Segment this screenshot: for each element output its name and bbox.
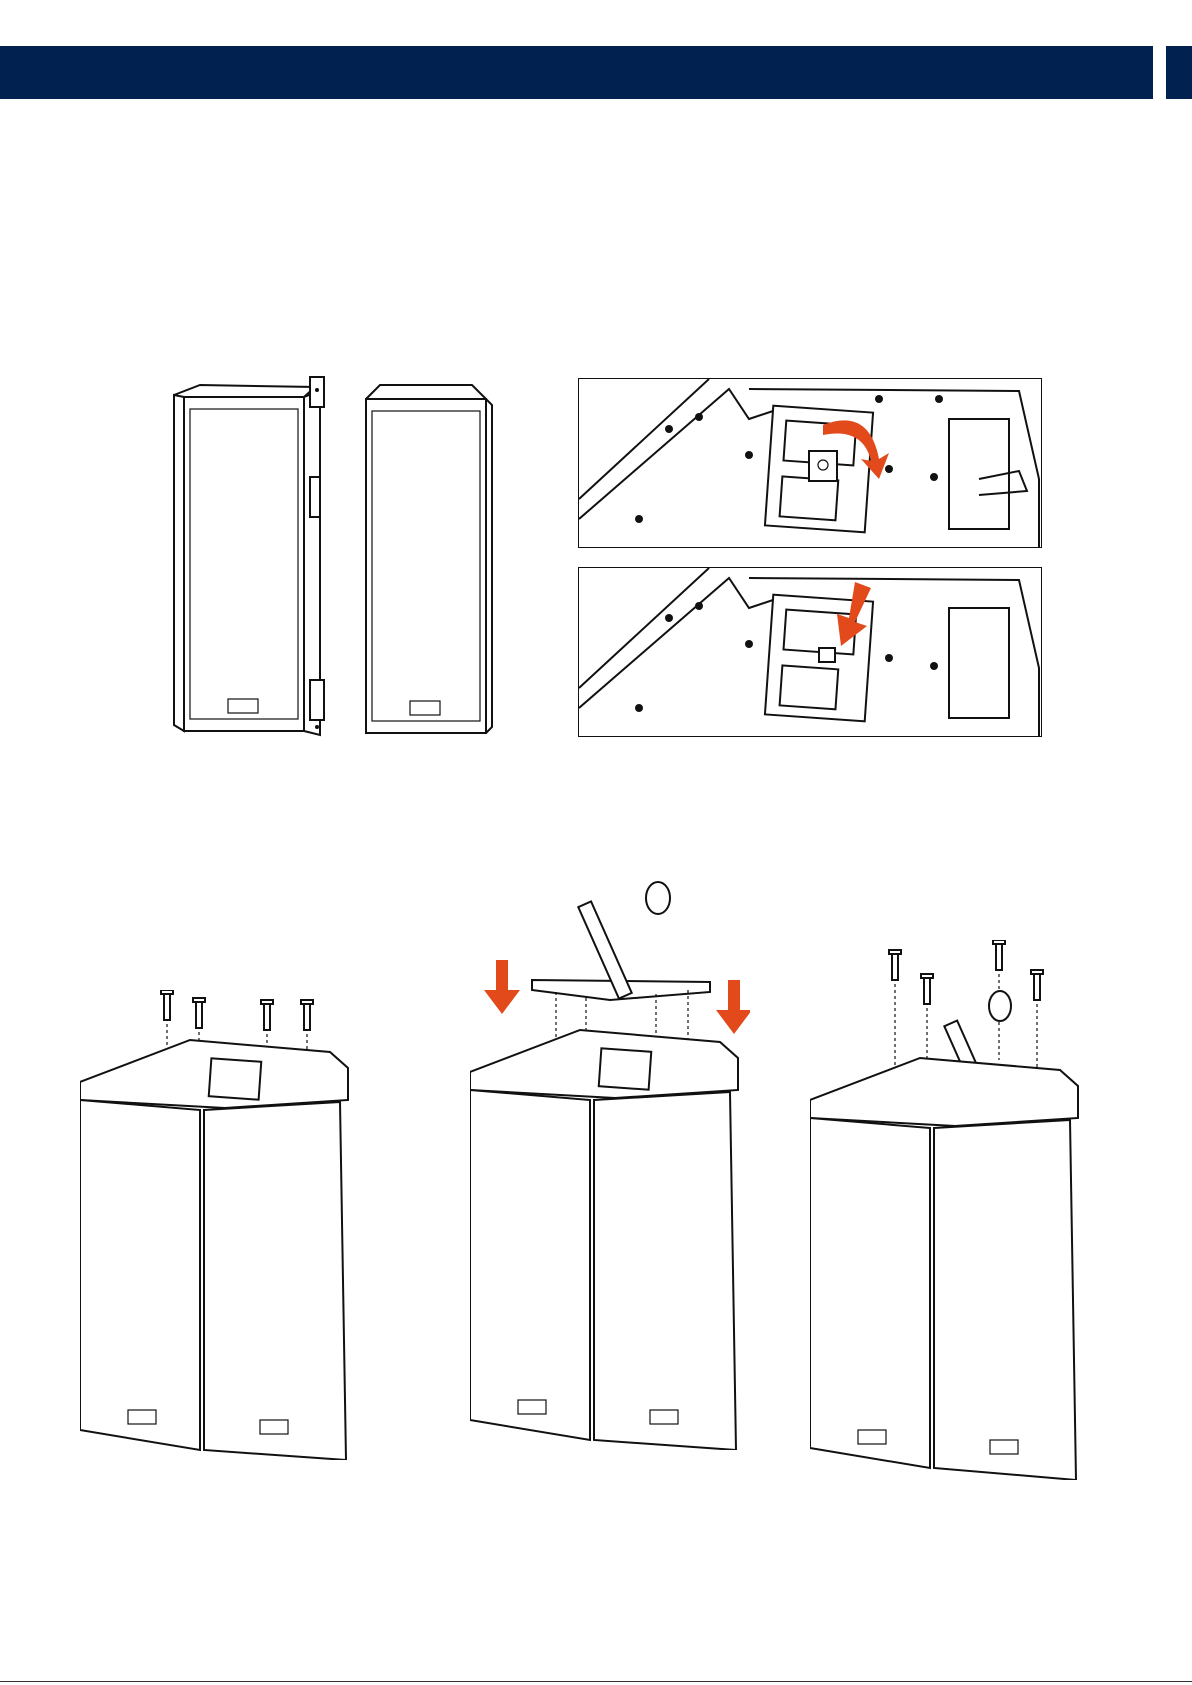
cabinet-top <box>810 1058 1078 1126</box>
pin-icon <box>193 998 205 1028</box>
shackle-icon <box>989 991 1011 1021</box>
latch-insert-detail-panel <box>578 567 1042 737</box>
frame-lowering-figure <box>470 880 750 1450</box>
bottom-latch-bracket <box>310 680 324 720</box>
cabinet-right <box>204 1102 346 1460</box>
down-arrow-right-icon <box>728 980 740 1010</box>
pin-icon <box>161 990 173 1020</box>
latch-insert-detail <box>579 568 1041 736</box>
latch-rotate-detail <box>579 379 1041 547</box>
footer-rule <box>0 1681 1192 1682</box>
cabinet-left <box>810 1118 930 1468</box>
top-pins-removed-figure <box>80 990 360 1460</box>
frame-pins-inserted-figure <box>810 940 1110 1480</box>
cabinet-left <box>80 1100 200 1450</box>
pin-icon <box>921 974 933 1004</box>
down-arrow-left-icon <box>496 960 508 990</box>
left-cabinet <box>184 397 304 731</box>
pin-icon <box>889 950 901 980</box>
shackle-icon <box>646 882 670 914</box>
speaker-pair-front-figure <box>170 365 510 750</box>
pin-icon <box>993 940 1005 970</box>
cabinet-right <box>934 1120 1076 1480</box>
latch-lever <box>809 451 837 481</box>
latch-rotate-detail-panel <box>578 378 1042 548</box>
header-bar <box>0 46 1153 99</box>
pin-icon <box>301 1000 313 1030</box>
pin-icon <box>261 1000 273 1030</box>
pin-icon <box>1031 970 1043 1000</box>
right-cabinet <box>366 399 486 733</box>
header-tab <box>1166 46 1192 99</box>
